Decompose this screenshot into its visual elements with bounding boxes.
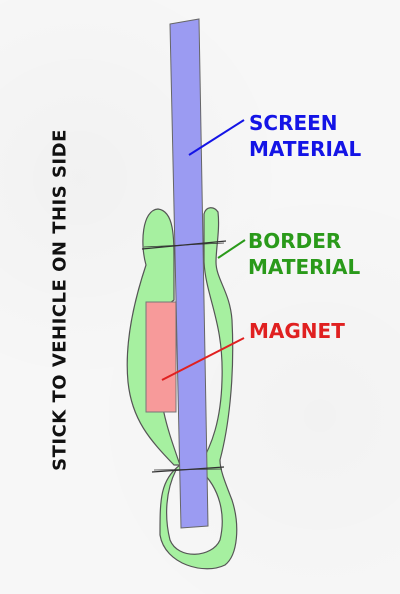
- magnet-label-line1: MAGNET: [249, 319, 345, 343]
- magnet-leader-line: [161, 337, 245, 381]
- magnet-label: MAGNET: [249, 318, 345, 344]
- screen-label-line1: SCREEN: [249, 111, 338, 135]
- border-leader-line: [217, 239, 246, 259]
- bottom-stitch-line-2: [153, 468, 223, 471]
- magnet-shape: [145, 301, 177, 413]
- screen-material-shape: [169, 18, 209, 529]
- screen-label-line2: MATERIAL: [249, 137, 362, 161]
- screen-leader-line: [188, 119, 245, 156]
- stick-side-label: STICK TO VEHICLE ON THIS SIDE: [49, 129, 71, 471]
- border-label-line2: MATERIAL: [248, 255, 361, 279]
- top-stitch-line-2: [143, 242, 225, 248]
- border-label-line1: BORDER: [248, 229, 342, 253]
- border-material-label: BORDER MATERIAL: [248, 228, 360, 280]
- screen-material-label: SCREEN MATERIAL: [249, 110, 361, 162]
